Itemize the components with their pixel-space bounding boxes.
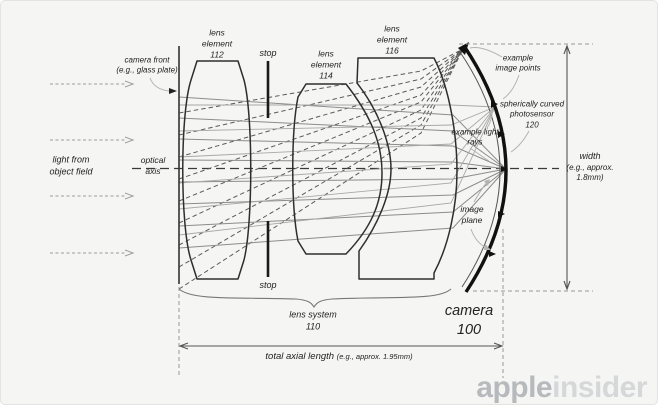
dashed-rays [178, 48, 464, 290]
lens-element-116-label: lens element 116 [376, 23, 408, 56]
example-light-rays-label: example light rays [451, 127, 499, 147]
width-dimension [563, 44, 571, 291]
lens-system-brace [178, 288, 452, 309]
total-axial-length-dimension [178, 342, 504, 350]
stop-top-label: stop [259, 48, 277, 59]
lens-element-116-shape [356, 57, 458, 280]
appleinsider-watermark: appleinsider [476, 373, 647, 403]
construction-lines [178, 43, 593, 378]
lens-element-112-label: lens element 112 [201, 27, 233, 60]
lens-element-114-shape [292, 83, 383, 255]
photosensor-label: spherically curved photosensor 120 [499, 99, 565, 130]
camera-front-callout [149, 77, 170, 92]
lens-element-112-shape [182, 60, 252, 280]
photosensor-callout [510, 130, 530, 153]
lens-system-label: lens system 110 [289, 309, 337, 331]
watermark-apple: apple [476, 371, 553, 404]
light-source-label: light from object field [49, 154, 93, 176]
light-rays-callout-b [469, 147, 490, 162]
watermark-insider: insider [552, 371, 647, 404]
lens-element-114-label: lens element 114 [310, 48, 342, 81]
image-points-callout-b [502, 74, 520, 100]
callout-arrowheads [484, 110, 493, 250]
image-plane-arc [459, 51, 501, 288]
solid-rays-field [178, 104, 496, 236]
optical-axis-label: optical axis [140, 154, 166, 176]
image-points-callout-a [469, 47, 503, 58]
camera-label: camera 100 [444, 303, 494, 338]
total-axial-length-label: total axial length (e.g., approx. 1.95mm… [265, 350, 413, 362]
width-dimension-label: width (e.g., approx. 1.8mm) [566, 150, 614, 182]
example-image-points-label: example image points [495, 53, 541, 73]
image-plane-label: image plane [460, 203, 484, 225]
incident-light-arrows [50, 80, 135, 257]
lens-outlines [182, 57, 458, 280]
camera-front-label: camera front (e.g., glass plate) [116, 55, 178, 75]
camera-front-arrowhead [169, 88, 177, 94]
image-point-markers [458, 42, 508, 257]
stop-bottom-label: stop [259, 280, 277, 291]
